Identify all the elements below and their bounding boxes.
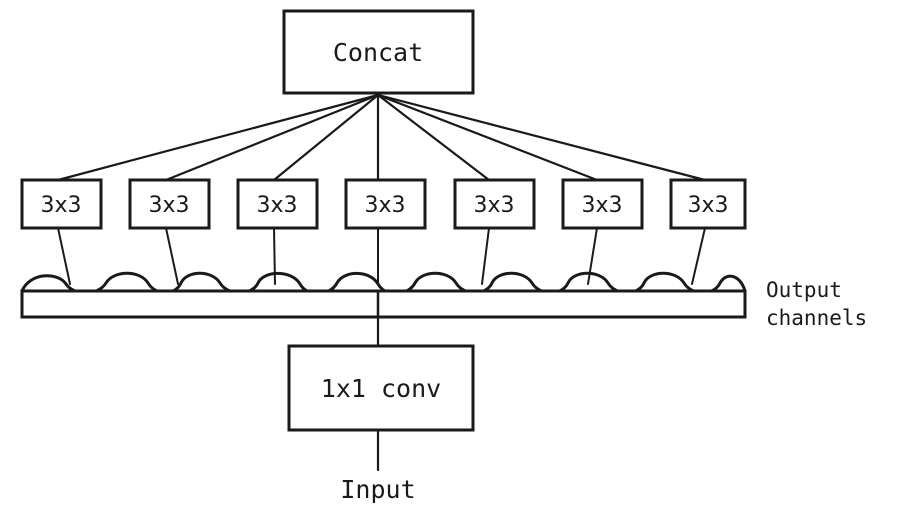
conv1x1-label: 1x1 conv (321, 374, 441, 403)
fan-out-connectors (56, 93, 707, 182)
branch-to-bar-connectors (57, 227, 706, 285)
input-label: Input (340, 475, 415, 504)
connector-concat-to-branch-3 (272, 93, 380, 182)
connector-concat-to-branch-2 (164, 93, 380, 182)
branch-label-7: 3x3 (687, 193, 728, 218)
connector-concat-to-branch-1 (56, 93, 380, 182)
connector-branch-1-to-bar (57, 227, 71, 285)
branch-box-6[interactable] (561, 178, 644, 230)
branch-label-3: 3x3 (256, 193, 297, 218)
concat-label: Concat (333, 38, 423, 67)
branch-box-2[interactable] (128, 178, 211, 230)
connector-concat-to-branch-7 (376, 93, 707, 182)
branch-box-5[interactable] (453, 178, 536, 230)
branch-box-7[interactable] (669, 178, 747, 230)
branch-label-6: 3x3 (581, 193, 622, 218)
output-channels-label-line1: Output (766, 278, 842, 302)
branch-box-4[interactable] (344, 178, 427, 230)
connector-branch-7-to-bar (691, 227, 706, 285)
connector-branch-2-to-bar (165, 227, 179, 285)
branch-label-4: 3x3 (364, 193, 405, 218)
branch-box-3[interactable] (236, 178, 319, 230)
output-channels-bar (20, 289, 747, 319)
branch-label-2: 3x3 (148, 193, 189, 218)
concat-box[interactable] (282, 9, 475, 95)
connector-branch-3-to-bar (273, 227, 276, 285)
branch-box-1[interactable] (20, 178, 103, 230)
branch-label-1: 3x3 (40, 193, 81, 218)
output-channels-label-line2: channels (766, 306, 867, 330)
connector-branch-5-to-bar (481, 227, 490, 285)
branch-label-5: 3x3 (473, 193, 514, 218)
connector-concat-to-branch-6 (376, 93, 599, 182)
conv1x1-box[interactable] (287, 344, 475, 432)
branch-boxes: 3x3 3x3 3x3 3x3 3x3 3x3 3x3 (20, 178, 747, 230)
connector-concat-to-branch-5 (376, 93, 491, 182)
